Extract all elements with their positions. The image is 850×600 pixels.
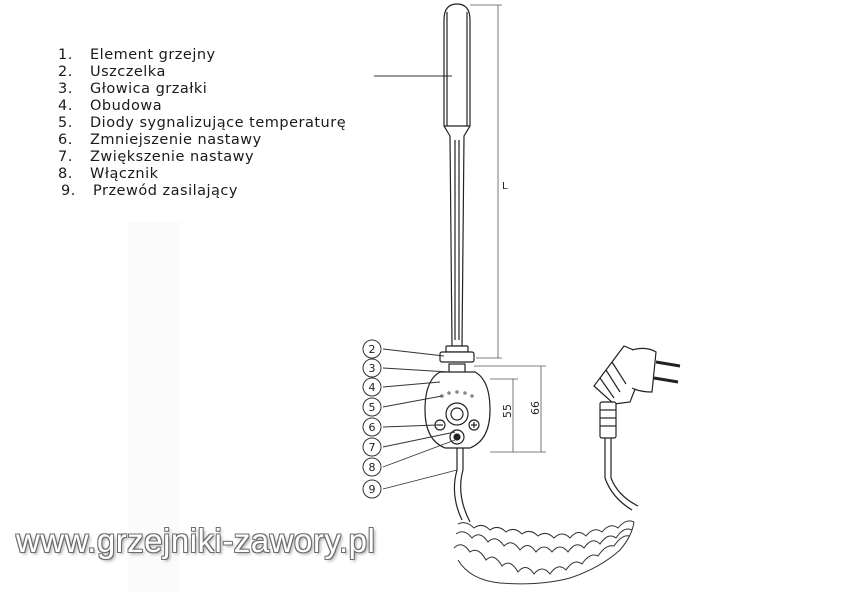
heating-element [443, 3, 471, 347]
background-shade [128, 222, 180, 592]
power-cable [453, 438, 639, 523]
svg-text:6: 6 [369, 421, 376, 434]
svg-text:7: 7 [369, 441, 376, 454]
legend-item: 4.Obudowa [58, 98, 163, 114]
legend-item: 8.Włącznik [58, 166, 159, 182]
callout-2: 2 [362, 339, 382, 359]
legend-item: 3.Głowica grzałki [58, 81, 208, 97]
callout-8: 8 [362, 457, 382, 477]
legend-item: 9.Przewód zasilający [61, 183, 238, 199]
callout-9: 9 [362, 479, 382, 499]
housing [424, 371, 491, 449]
dimension-l [470, 4, 502, 359]
dimension-66-label: 66 [529, 401, 542, 415]
coiled-cable [453, 520, 635, 585]
legend-item: 2.Uszczelka [58, 64, 166, 80]
svg-text:9: 9 [369, 483, 376, 496]
callout-5: 5 [362, 397, 382, 417]
callout-6: 6 [362, 417, 382, 437]
svg-text:3: 3 [369, 362, 376, 375]
temperature-leds [440, 390, 474, 398]
parts-legend: 1.Element grzejny 2.Uszczelka 3.Głowica … [58, 47, 346, 200]
legend-item: 5.Diody sygnalizujące temperaturę [58, 115, 347, 131]
legend-item: 6.Zmniejszenie nastawy [58, 132, 262, 148]
callout-3: 3 [362, 358, 382, 378]
svg-text:4: 4 [369, 381, 376, 394]
callout-leaders [382, 348, 458, 490]
dimension-housing [474, 365, 546, 453]
callout-7: 7 [362, 437, 382, 457]
dimension-l-label: L [502, 181, 508, 192]
svg-text:5: 5 [369, 401, 376, 414]
svg-text:8: 8 [369, 461, 376, 474]
legend-item: 7.Zwiększenie nastawy [58, 149, 255, 165]
dimension-55-label: 55 [501, 404, 514, 418]
callout-4: 4 [362, 377, 382, 397]
svg-text:2: 2 [369, 343, 376, 356]
power-plug [593, 345, 681, 439]
watermark-url: www.grzejniki-zawory.pl [16, 522, 376, 559]
legend-item: 1.Element grzejny [58, 47, 216, 63]
